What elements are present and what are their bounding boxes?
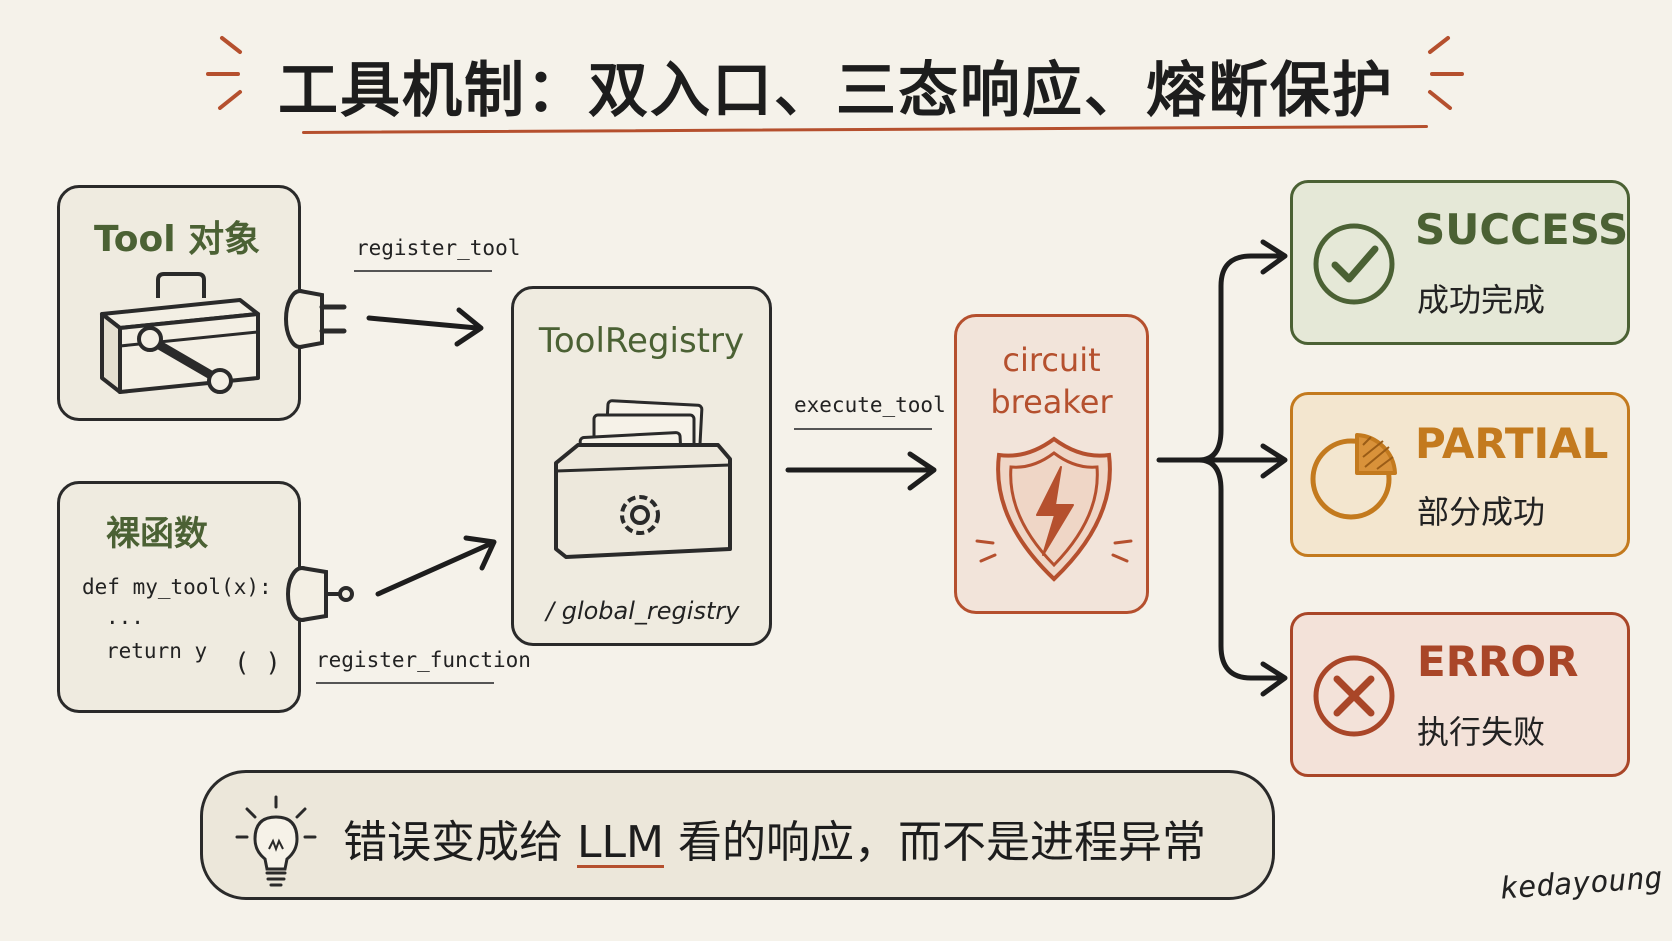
plug-icon-tool: [284, 289, 347, 349]
branch-arrows: [1156, 239, 1288, 697]
plug-icon-function: [286, 566, 354, 622]
bare-function-title: 裸函数: [106, 514, 208, 554]
pie-partial-icon: [1310, 433, 1397, 520]
code-line-return: return y: [106, 639, 208, 663]
tip-text-after: 看的响应，而不是进程异常: [678, 817, 1206, 868]
tip-text-llm: LLM: [577, 817, 664, 868]
circuit-breaker-title-line2: breaker: [990, 383, 1113, 421]
title-sparks-right: [1428, 36, 1464, 110]
register-tool-arrow: [366, 307, 484, 347]
tool-registry-title: ToolRegistry: [538, 321, 745, 361]
state-success-subtitle: 成功完成: [1417, 281, 1546, 319]
register-function-label: register_function: [316, 648, 531, 672]
circuit-breaker-box: circuit breaker: [954, 314, 1149, 614]
x-circle-icon: [1313, 655, 1395, 737]
tool-object-box: Tool 对象: [57, 185, 301, 421]
state-error-subtitle: 执行失败: [1417, 713, 1546, 751]
execute-tool-arrow: [785, 451, 937, 491]
bare-function-box: 裸函数 def my_tool(x): ... return y ( ): [57, 481, 301, 713]
state-partial-box: PARTIAL 部分成功: [1290, 392, 1630, 557]
state-error-box: ERROR 执行失败: [1290, 612, 1630, 777]
tip-banner: 错误变成给 LLM 看的响应，而不是进程异常: [200, 770, 1275, 900]
code-line-def: def my_tool(x):: [82, 575, 272, 599]
state-error-title: ERROR: [1417, 637, 1579, 686]
lightbulb-icon: [235, 795, 317, 887]
shield-lightning-icon: [975, 436, 1133, 582]
circuit-breaker-title-line1: circuit: [1002, 341, 1101, 379]
state-success-box: SUCCESS 成功完成: [1290, 180, 1630, 345]
tip-text-before: 错误变成给: [343, 817, 563, 868]
register-function-arrow: [375, 535, 497, 597]
tool-registry-box: ToolRegistry / global_registry: [511, 286, 772, 646]
signature: kedayoung: [1498, 860, 1664, 907]
execute-tool-label: execute_tool: [794, 393, 946, 417]
execute-tool-label-underline: [794, 428, 932, 430]
state-success-title: SUCCESS: [1415, 205, 1629, 254]
registry-box-icon: [554, 399, 732, 559]
tip-text: 错误变成给 LLM 看的响应，而不是进程异常: [343, 806, 1206, 870]
code-parens: ( ): [234, 648, 281, 678]
register-tool-label-underline: [354, 270, 492, 272]
state-partial-subtitle: 部分成功: [1417, 493, 1546, 531]
code-line-ellipsis: ...: [106, 605, 144, 629]
check-circle-icon: [1313, 223, 1395, 305]
toolbox-icon: [100, 272, 260, 394]
register-tool-label: register_tool: [356, 236, 521, 260]
state-partial-title: PARTIAL: [1415, 419, 1609, 468]
register-function-label-underline: [316, 682, 494, 684]
tool-object-title: Tool 对象: [94, 219, 261, 260]
page-title: 工具机制：双入口、三态响应、熔断保护: [278, 56, 1394, 126]
tool-registry-subtitle: / global_registry: [546, 597, 740, 625]
title-sparks-left: [206, 36, 242, 110]
